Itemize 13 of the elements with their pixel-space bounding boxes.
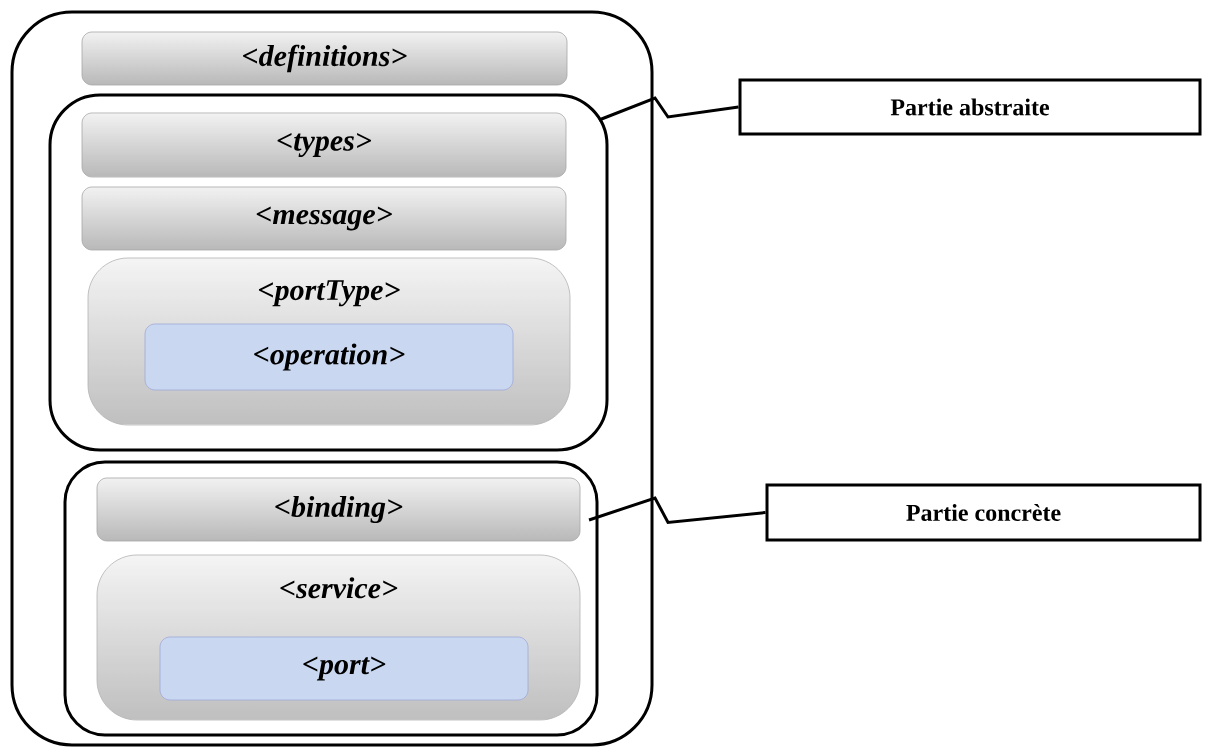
element-box: <operation> [144, 323, 514, 391]
group-frame [10, 10, 654, 747]
element-box: <types> [81, 112, 567, 178]
label-box: Partie abstraite [738, 78, 1202, 136]
element-box: <port> [159, 636, 529, 701]
element-box: <definitions> [81, 31, 568, 86]
group-frame [48, 93, 609, 452]
connector-line [598, 96, 739, 122]
label-box: Partie concrète [765, 483, 1202, 542]
element-box: <binding> [96, 477, 581, 542]
connector-line [588, 496, 766, 525]
element-box: <message> [81, 186, 567, 251]
group-frame [63, 460, 599, 737]
